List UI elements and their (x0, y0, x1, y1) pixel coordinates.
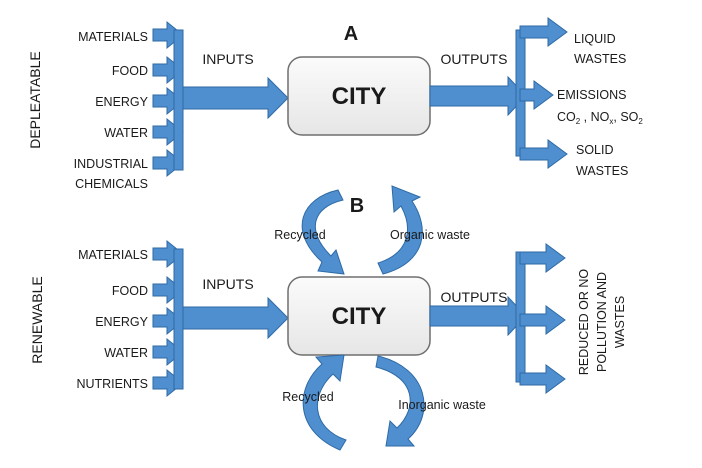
panel-a-title: A (344, 23, 358, 45)
panel-b-input-label: MATERIALS (78, 248, 148, 262)
panel-a-input-label: WATER (104, 126, 148, 140)
panel-b-input-arrows (152, 239, 184, 398)
panel-a-city-label: CITY (332, 83, 387, 110)
panel-b-input-label: ENERGY (95, 315, 148, 329)
output-arrow-icon (519, 139, 568, 169)
panel-b-input-label: FOOD (112, 284, 148, 298)
recycled-top-arrow-icon (301, 189, 345, 275)
inorganic-waste-arrow-icon (375, 355, 425, 447)
panel-a-input-arrows (152, 20, 184, 178)
panel-a-input-label: INDUSTRIAL (74, 157, 148, 171)
recycled-bottom-label: Recycled (282, 390, 333, 404)
output-arrow-icon (519, 17, 568, 47)
inputs-arrow-icon (182, 76, 289, 120)
inorganic-waste-label: Inorganic waste (398, 398, 486, 412)
panel-b-output-arrows (519, 243, 566, 394)
panel-b-input-label: WATER (104, 346, 148, 360)
input-collector-bar (173, 248, 184, 390)
panel-a-inputs-label: INPUTS (202, 51, 253, 67)
emissions-label: EMISSIONS (557, 88, 626, 102)
organic-waste-label: Organic waste (390, 228, 470, 242)
recycled-bottom-arrow-icon (302, 354, 347, 451)
solid-wastes-label: WASTES (576, 164, 628, 178)
panel-b-input-label: NUTRIENTS (76, 377, 148, 391)
output-arrow-icon (519, 305, 566, 335)
reduced-pollution-label: WASTES (613, 296, 627, 348)
panel-b-group-label: RENEWABLE (29, 276, 45, 363)
output-arrow-icon (519, 243, 566, 273)
liquid-wastes-label: WASTES (574, 52, 626, 66)
panel-b-city-label: CITY (332, 303, 387, 330)
reduced-pollution-label: POLLUTION AND (595, 272, 609, 372)
reduced-pollution-label: REDUCED OR NO (577, 269, 591, 376)
outputs-arrow-icon (429, 75, 527, 117)
panel-b-title: B (350, 195, 364, 217)
inputs-arrow-icon (182, 296, 289, 340)
panel-a-input-label: FOOD (112, 64, 148, 78)
input-collector-bar (173, 29, 184, 171)
panel-b-outputs-label: OUTPUTS (441, 289, 508, 305)
panel-a-input-label: MATERIALS (78, 30, 148, 44)
panel-a-group-label: DEPLEATABLE (27, 51, 43, 149)
panel-b-inputs-label: INPUTS (202, 276, 253, 292)
panel-b: B RENEWABLE MATERIALS FOOD ENERGY WATER … (29, 185, 627, 451)
recycled-top-label: Recycled (274, 228, 325, 242)
panel-a: A DEPLEATABLE MATERIALS FOOD ENERGY WATE… (27, 17, 643, 191)
liquid-wastes-label: LIQUID (574, 32, 616, 46)
solid-wastes-label: SOLID (576, 143, 614, 157)
output-arrow-icon (519, 364, 566, 394)
emissions-formula: CO2 , NOx, SO2 (557, 110, 643, 126)
panel-a-input-label: CHEMICALS (75, 177, 148, 191)
panel-a-output-arrows (519, 17, 568, 169)
organic-waste-arrow-icon (377, 185, 423, 275)
panel-a-outputs-label: OUTPUTS (441, 51, 508, 67)
output-arrow-icon (519, 80, 554, 110)
panel-a-input-label: ENERGY (95, 95, 148, 109)
